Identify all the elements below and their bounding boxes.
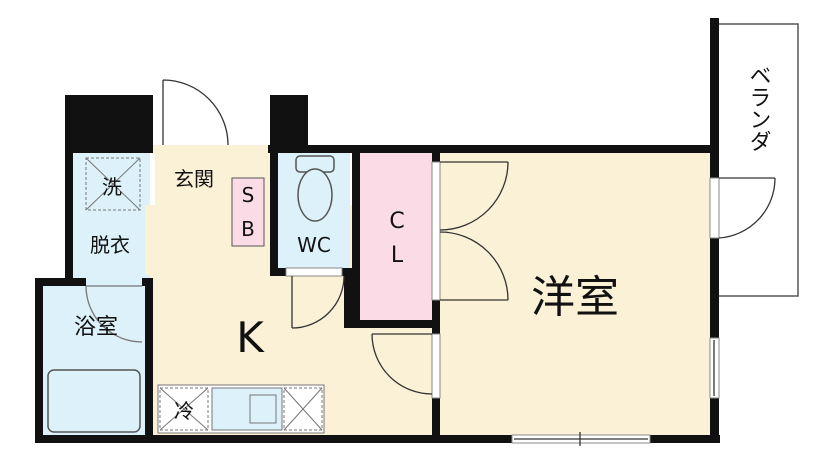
toilet-label: WC — [297, 233, 331, 257]
western-room-floor — [440, 150, 713, 438]
toilet-door-gap — [285, 267, 343, 277]
shoe-box-label-s: S — [242, 183, 255, 207]
dressing-opening — [145, 205, 153, 275]
entrance-label: 玄関 — [174, 167, 214, 191]
shoe-box — [231, 177, 265, 247]
closet-floor — [357, 150, 437, 320]
toilet-fixture — [295, 155, 335, 222]
dressing-floor — [70, 150, 150, 278]
veranda-floor — [717, 23, 799, 297]
fridge-label: 冷 — [174, 399, 194, 423]
closet-label-c: C — [389, 209, 404, 234]
bathtub — [47, 369, 141, 433]
washer-label: 洗 — [102, 175, 122, 199]
closet-edge — [352, 152, 360, 320]
bath-opening — [86, 278, 142, 286]
dressing-label: 脱衣 — [90, 233, 130, 257]
shoe-box-label-b: B — [241, 217, 255, 241]
stove — [283, 387, 323, 431]
entrance-opening — [153, 145, 268, 153]
bathroom-label: 浴室 — [74, 315, 118, 340]
western-room-label: 洋室 — [531, 272, 619, 323]
fridge-cross-b — [159, 387, 209, 431]
doors — [85, 79, 776, 446]
kitchen-door-gap — [431, 333, 441, 399]
western-door-gap — [431, 161, 441, 301]
closet-label-l: L — [391, 243, 404, 268]
veranda-label: ベランダ — [746, 64, 771, 152]
sink-basin — [249, 394, 277, 424]
veranda-door-gap — [709, 177, 720, 239]
kitchen-label: K — [236, 313, 265, 362]
washer-space — [85, 157, 141, 211]
